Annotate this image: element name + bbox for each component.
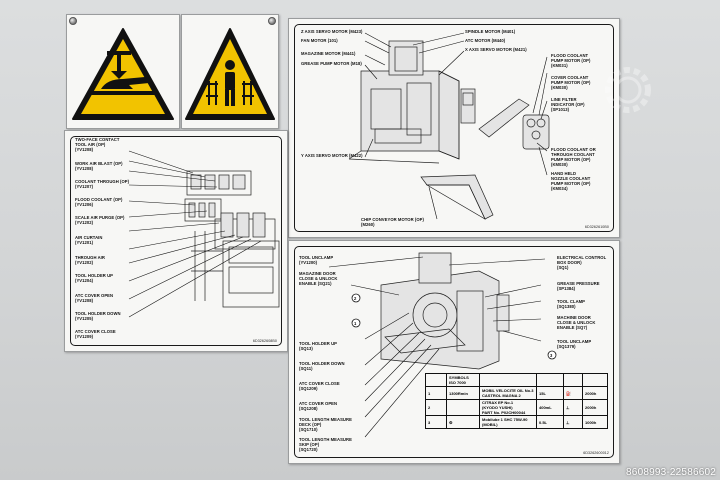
label-tool-holder-down-sensor: TOOL HOLDER DOWN (SQ11) bbox=[299, 361, 345, 371]
pneumatic-valve-plate: TWO-FACE CONTACT TOOL AIR (OP) (YV1208) … bbox=[64, 130, 288, 352]
label-flood-coolant-pump: FLOOD COOLANT PUMP MOTOR (OP) (KM031) bbox=[551, 53, 591, 68]
label-grease-pressure: GREASE PRESSURE (SP1384) bbox=[557, 281, 600, 291]
label-air-curtain: AIR CURTAIN (YV1201) bbox=[75, 235, 103, 245]
plate-frame bbox=[294, 246, 614, 458]
label-atc-cover-open: ATC COVER OPEN (YV1208) bbox=[75, 293, 114, 303]
label-scale-air-purge: SCALE AIR PURGE (OP) (YV1202) bbox=[75, 215, 125, 225]
label-through-air: THROUGH AIR (YV1202) bbox=[75, 255, 105, 265]
table-cell bbox=[582, 373, 608, 387]
oil-can-icon: ⊥ bbox=[563, 415, 583, 429]
row-quantity: 0.5L bbox=[536, 415, 564, 429]
row-quantity: 15L bbox=[536, 386, 564, 400]
gear-oil-icon: ⚙ bbox=[446, 415, 480, 429]
label-tool-unclamp-left: TOOL UNCLAMP (YV1200) bbox=[299, 255, 334, 265]
lubrication-table: SYMBOLS ISO 7000 1 1300Rmin MOBIL VELOCI… bbox=[425, 373, 608, 429]
table-cell bbox=[563, 373, 583, 387]
label-magazine-motor: MAGAZINE MOTOR (M441) bbox=[301, 51, 356, 56]
label-cover-coolant-pump: COVER COOLANT PUMP MOTOR (OP) (KM030) bbox=[551, 75, 591, 90]
label-flood-coolant: FLOOD COOLANT (OP) (YV1206) bbox=[75, 197, 123, 207]
label-tool-holder-down: TOOL HOLDER DOWN (YV1205) bbox=[75, 311, 121, 321]
table-header-symbols: SYMBOLS ISO 7000 bbox=[446, 373, 480, 387]
gear-watermark-icon bbox=[605, 67, 651, 113]
label-tool-holder-up: TOOL HOLDER UP (YV1204) bbox=[75, 273, 114, 283]
person-guard-warning-icon bbox=[185, 28, 275, 120]
pneumatic-diagram bbox=[128, 150, 280, 318]
row-interval: 2000h bbox=[582, 399, 608, 416]
table-row: 2 CITRAX EP No.1 (KYODO YUSHI) PART No. … bbox=[425, 399, 608, 416]
watermark-id: 8608993-22586602 bbox=[626, 467, 716, 478]
row-product: MOBIL VELOCITE OIL No.3 CASTROL MAGNA 2 bbox=[479, 386, 537, 400]
label-atc-motor: ATC MOTOR (M440) bbox=[465, 38, 506, 43]
label-tool-length-skip: TOOL LENGTH MEASURE SKIP (OP) (SQ1720) bbox=[299, 437, 352, 452]
callout-markers bbox=[351, 293, 557, 360]
plate-frame bbox=[70, 136, 282, 346]
row-number: 3 bbox=[425, 415, 447, 429]
row-product: CITRAX EP No.1 (KYODO YUSHI) PART No. P0… bbox=[479, 399, 537, 416]
plate-code: 6D3262610B0 bbox=[584, 225, 609, 229]
grease-icon: ⊥ bbox=[563, 399, 583, 416]
label-x-axis-servo: X AXIS SERVO MOTOR (M421) bbox=[465, 47, 527, 52]
warning-plate-right bbox=[181, 14, 279, 129]
label-through-coolant-pump: FLOOD COOLANT OR THROUGH COOLANT PUMP MO… bbox=[551, 147, 596, 167]
label-fan-motor: FAN MOTOR (101) bbox=[301, 38, 338, 43]
table-cell bbox=[425, 373, 447, 387]
screw bbox=[268, 17, 276, 25]
table-header-row: SYMBOLS ISO 7000 bbox=[425, 373, 608, 387]
label-tool-length-measure: TOOL LENGTH MEASURE DECK (OP) (SQ1710) bbox=[299, 417, 352, 432]
plate-frame bbox=[294, 24, 614, 232]
callout-1: 1 bbox=[354, 320, 357, 326]
label-grease-pump: GREASE PUMP MOTOR (M18) bbox=[301, 61, 362, 66]
label-atc-cover-close: ATC COVER CLOSE (YV1209) bbox=[75, 329, 116, 339]
row-number: 1 bbox=[425, 386, 447, 400]
label-tool-unclamp-right: TOOL UNCLAMP (SQ1379) bbox=[557, 339, 592, 349]
plate-code: 6D3262608B0 bbox=[252, 339, 277, 343]
row-product: Mobilube 1 SHC 75W-90 (MOBIL) bbox=[479, 415, 537, 429]
label-tool-holder-up-sensor: TOOL HOLDER UP (SQ13) bbox=[299, 341, 338, 351]
label-magazine-door: MAGAZINE DOOR CLOSE & UNLOCK ENABLE (SQ2… bbox=[299, 271, 338, 286]
label-electrical-control-box: ELECTRICAL CONTROL BOX DOOR) (SQ1) bbox=[557, 255, 607, 270]
label-chip-conveyor: CHIP CONVEYOR MOTOR (OP) (M260) bbox=[361, 217, 424, 227]
row-interval: 2000h bbox=[582, 386, 608, 400]
label-atc-cover-close-sensor: ATC COVER CLOSE (SQ1209) bbox=[299, 381, 340, 391]
row-interval: 1000h bbox=[582, 415, 608, 429]
label-y-axis-servo: Y AXIS SERVO MOTOR (M422) bbox=[301, 153, 363, 158]
row-number: 2 bbox=[425, 399, 447, 416]
label-work-air-blast: WORK AIR BLAST (OP) (YV1208) bbox=[75, 161, 123, 171]
plate-code: 6D3262600012 bbox=[583, 451, 609, 455]
motor-location-plate: Z AXIS SERVO MOTOR (M423) FAN MOTOR (101… bbox=[288, 18, 620, 238]
label-line-filter: LINE FILTER INDICATOR (OP) (SP1013) bbox=[551, 97, 585, 112]
crush-hand-warning-icon bbox=[72, 28, 174, 120]
machine-drawing-top bbox=[348, 32, 550, 220]
callout-3: 3 bbox=[550, 352, 553, 358]
table-row: 3 ⚙ Mobilube 1 SHC 75W-90 (MOBIL) 0.5L ⊥… bbox=[425, 415, 608, 429]
label-machine-door: MACHINE DOOR CLOSE & UNLOCK ENABLE (SQ7) bbox=[557, 315, 596, 330]
label-hand-held-nozzle: HAND HELD NOZZLE COOLANT PUMP MOTOR (OP)… bbox=[551, 171, 591, 191]
table-row: 1 1300Rmin MOBIL VELOCITE OIL No.3 CASTR… bbox=[425, 386, 608, 400]
label-two-face-contact: TWO-FACE CONTACT TOOL AIR (OP) (YV1208) bbox=[75, 137, 120, 152]
callout-2: 2 bbox=[354, 295, 357, 301]
label-z-axis-servo: Z AXIS SERVO MOTOR (M423) bbox=[301, 29, 363, 34]
switch-location-plate: TOOL UNCLAMP (YV1200) MAGAZINE DOOR CLOS… bbox=[288, 240, 620, 464]
oil-can-icon: ⛽ bbox=[563, 386, 583, 400]
machine-drawing-bottom bbox=[328, 252, 546, 438]
label-spindle-motor: SPINDLE MOTOR (M401) bbox=[465, 29, 516, 34]
table-cell bbox=[536, 373, 564, 387]
label-coolant-through: COOLANT THROUGH (OP) (YV1207) bbox=[75, 179, 130, 189]
row-note: 1300Rmin bbox=[446, 386, 480, 400]
label-atc-cover-open-sensor: ATC COVER OPEN (SQ1208) bbox=[299, 401, 338, 411]
label-tool-clamp: TOOL CLAMP (SQ1380) bbox=[557, 299, 586, 309]
screw bbox=[69, 17, 77, 25]
row-note bbox=[446, 399, 480, 416]
row-quantity: 400mL bbox=[536, 399, 564, 416]
table-cell bbox=[479, 373, 537, 387]
warning-plate-left bbox=[66, 14, 180, 129]
